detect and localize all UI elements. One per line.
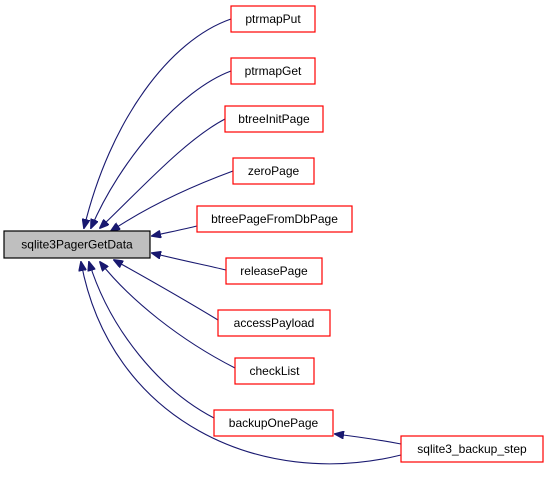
node-label: ptrmapGet — [245, 64, 302, 78]
edge-ptrmapget-to-root — [91, 70, 232, 228]
node-zeropage[interactable]: zeroPage — [232, 157, 315, 185]
node-label: releasePage — [240, 264, 308, 278]
node-box — [224, 105, 324, 133]
edge-accesspayload-to-root — [114, 260, 219, 321]
edge-btreeinitpage-to-root — [100, 118, 226, 228]
node-label: btreeInitPage — [238, 112, 310, 126]
node-label: btreePageFromDbPage — [211, 212, 338, 226]
node-backuponepage[interactable]: backupOnePage — [213, 409, 334, 437]
node-ptrmapput[interactable]: ptrmapPut — [230, 5, 316, 33]
node-checklist[interactable]: checkList — [234, 357, 315, 385]
edge-backuponepage-to-root — [89, 262, 215, 419]
node-box — [234, 357, 315, 385]
node-label: sqlite3_backup_step — [417, 442, 527, 456]
edge-ptrmapput-to-root — [84, 18, 232, 228]
node-label: zeroPage — [248, 164, 300, 178]
edge-zeropage-to-root — [111, 170, 234, 231]
node-btreeinitpage[interactable]: btreeInitPage — [224, 105, 324, 133]
node-box — [213, 409, 334, 437]
node-label: sqlite3PagerGetData — [21, 238, 133, 252]
node-sqlite3backupstep[interactable]: sqlite3_backup_step — [400, 435, 544, 463]
node-label: checkList — [249, 364, 300, 378]
node-root[interactable]: sqlite3PagerGetData — [3, 230, 151, 259]
node-releasepage[interactable]: releasePage — [225, 257, 323, 285]
node-box — [217, 309, 331, 337]
node-box — [230, 57, 316, 85]
nodes-layer: sqlite3PagerGetData ptrmapPut ptrmapGet btr… — [3, 5, 544, 463]
node-btreepagefromdbpage[interactable]: btreePageFromDbPage — [196, 205, 353, 233]
node-box — [232, 157, 315, 185]
node-accesspayload[interactable]: accessPayload — [217, 309, 331, 337]
edges-layer — [81, 18, 402, 465]
edge-releasepage-to-root — [152, 253, 227, 271]
node-box — [196, 205, 353, 233]
edge-sqlite3backupstep-to-root — [81, 262, 402, 465]
node-box — [400, 435, 544, 463]
node-box — [230, 5, 316, 33]
edge-btreepagefromdbpage-to-root — [152, 225, 198, 236]
node-box — [3, 230, 151, 259]
edge-sqlite3backupstep-to-backuponepage — [335, 434, 402, 445]
edge-checklist-to-root — [100, 262, 236, 369]
node-label: backupOnePage — [229, 416, 319, 430]
node-label: ptrmapPut — [245, 12, 301, 26]
node-ptrmapget[interactable]: ptrmapGet — [230, 57, 316, 85]
node-label: accessPayload — [234, 316, 315, 330]
node-box — [225, 257, 323, 285]
